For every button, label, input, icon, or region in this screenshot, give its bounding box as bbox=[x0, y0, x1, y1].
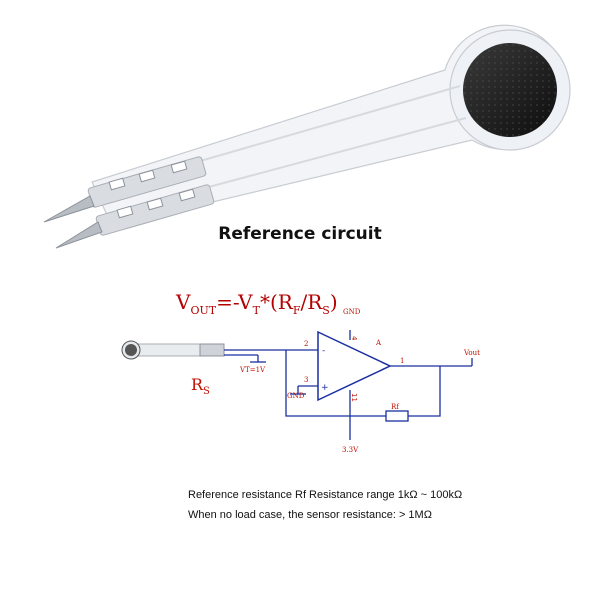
output-formula: VOUT=-VT*(RF/RS) bbox=[176, 290, 338, 317]
pin-11-label: 11 bbox=[350, 393, 358, 402]
connector-pins bbox=[43, 156, 215, 249]
sensor-resistance-note: When no load case, the sensor resistance… bbox=[188, 509, 432, 521]
section-title: Reference circuit bbox=[218, 224, 382, 244]
sensor-active-pad bbox=[463, 43, 557, 137]
fsr-sensor-icon bbox=[121, 340, 225, 360]
rs-label: RS bbox=[191, 375, 210, 397]
vt-label: VT=1V bbox=[239, 366, 266, 374]
gnd-bottom-label: GND bbox=[287, 392, 305, 400]
circuit-wires bbox=[224, 330, 473, 440]
op-amp bbox=[317, 330, 392, 402]
noninverting-input-sign: + bbox=[321, 383, 329, 393]
reference-circuit: GND GND A 2 3 1 VT=1V Vout Rf 3.3V 4 11 … bbox=[121, 308, 480, 454]
pin-2-label: 2 bbox=[304, 340, 308, 348]
pin-4-label: 4 bbox=[350, 336, 358, 341]
node-a-label: A bbox=[375, 339, 382, 347]
reference-resistance-note: Reference resistance Rf Resistance range… bbox=[188, 489, 463, 501]
inverting-input-sign: - bbox=[322, 346, 325, 356]
supply-label: 3.3V bbox=[342, 446, 359, 454]
vout-label: Vout bbox=[463, 349, 480, 357]
pin-1-label: 1 bbox=[400, 357, 404, 365]
gnd-top-label: GND bbox=[343, 308, 361, 316]
rf-label: Rf bbox=[391, 403, 400, 411]
sensor-illustration bbox=[43, 24, 571, 249]
feedback-resistor bbox=[385, 410, 409, 422]
pin-3-label: 3 bbox=[304, 376, 308, 384]
